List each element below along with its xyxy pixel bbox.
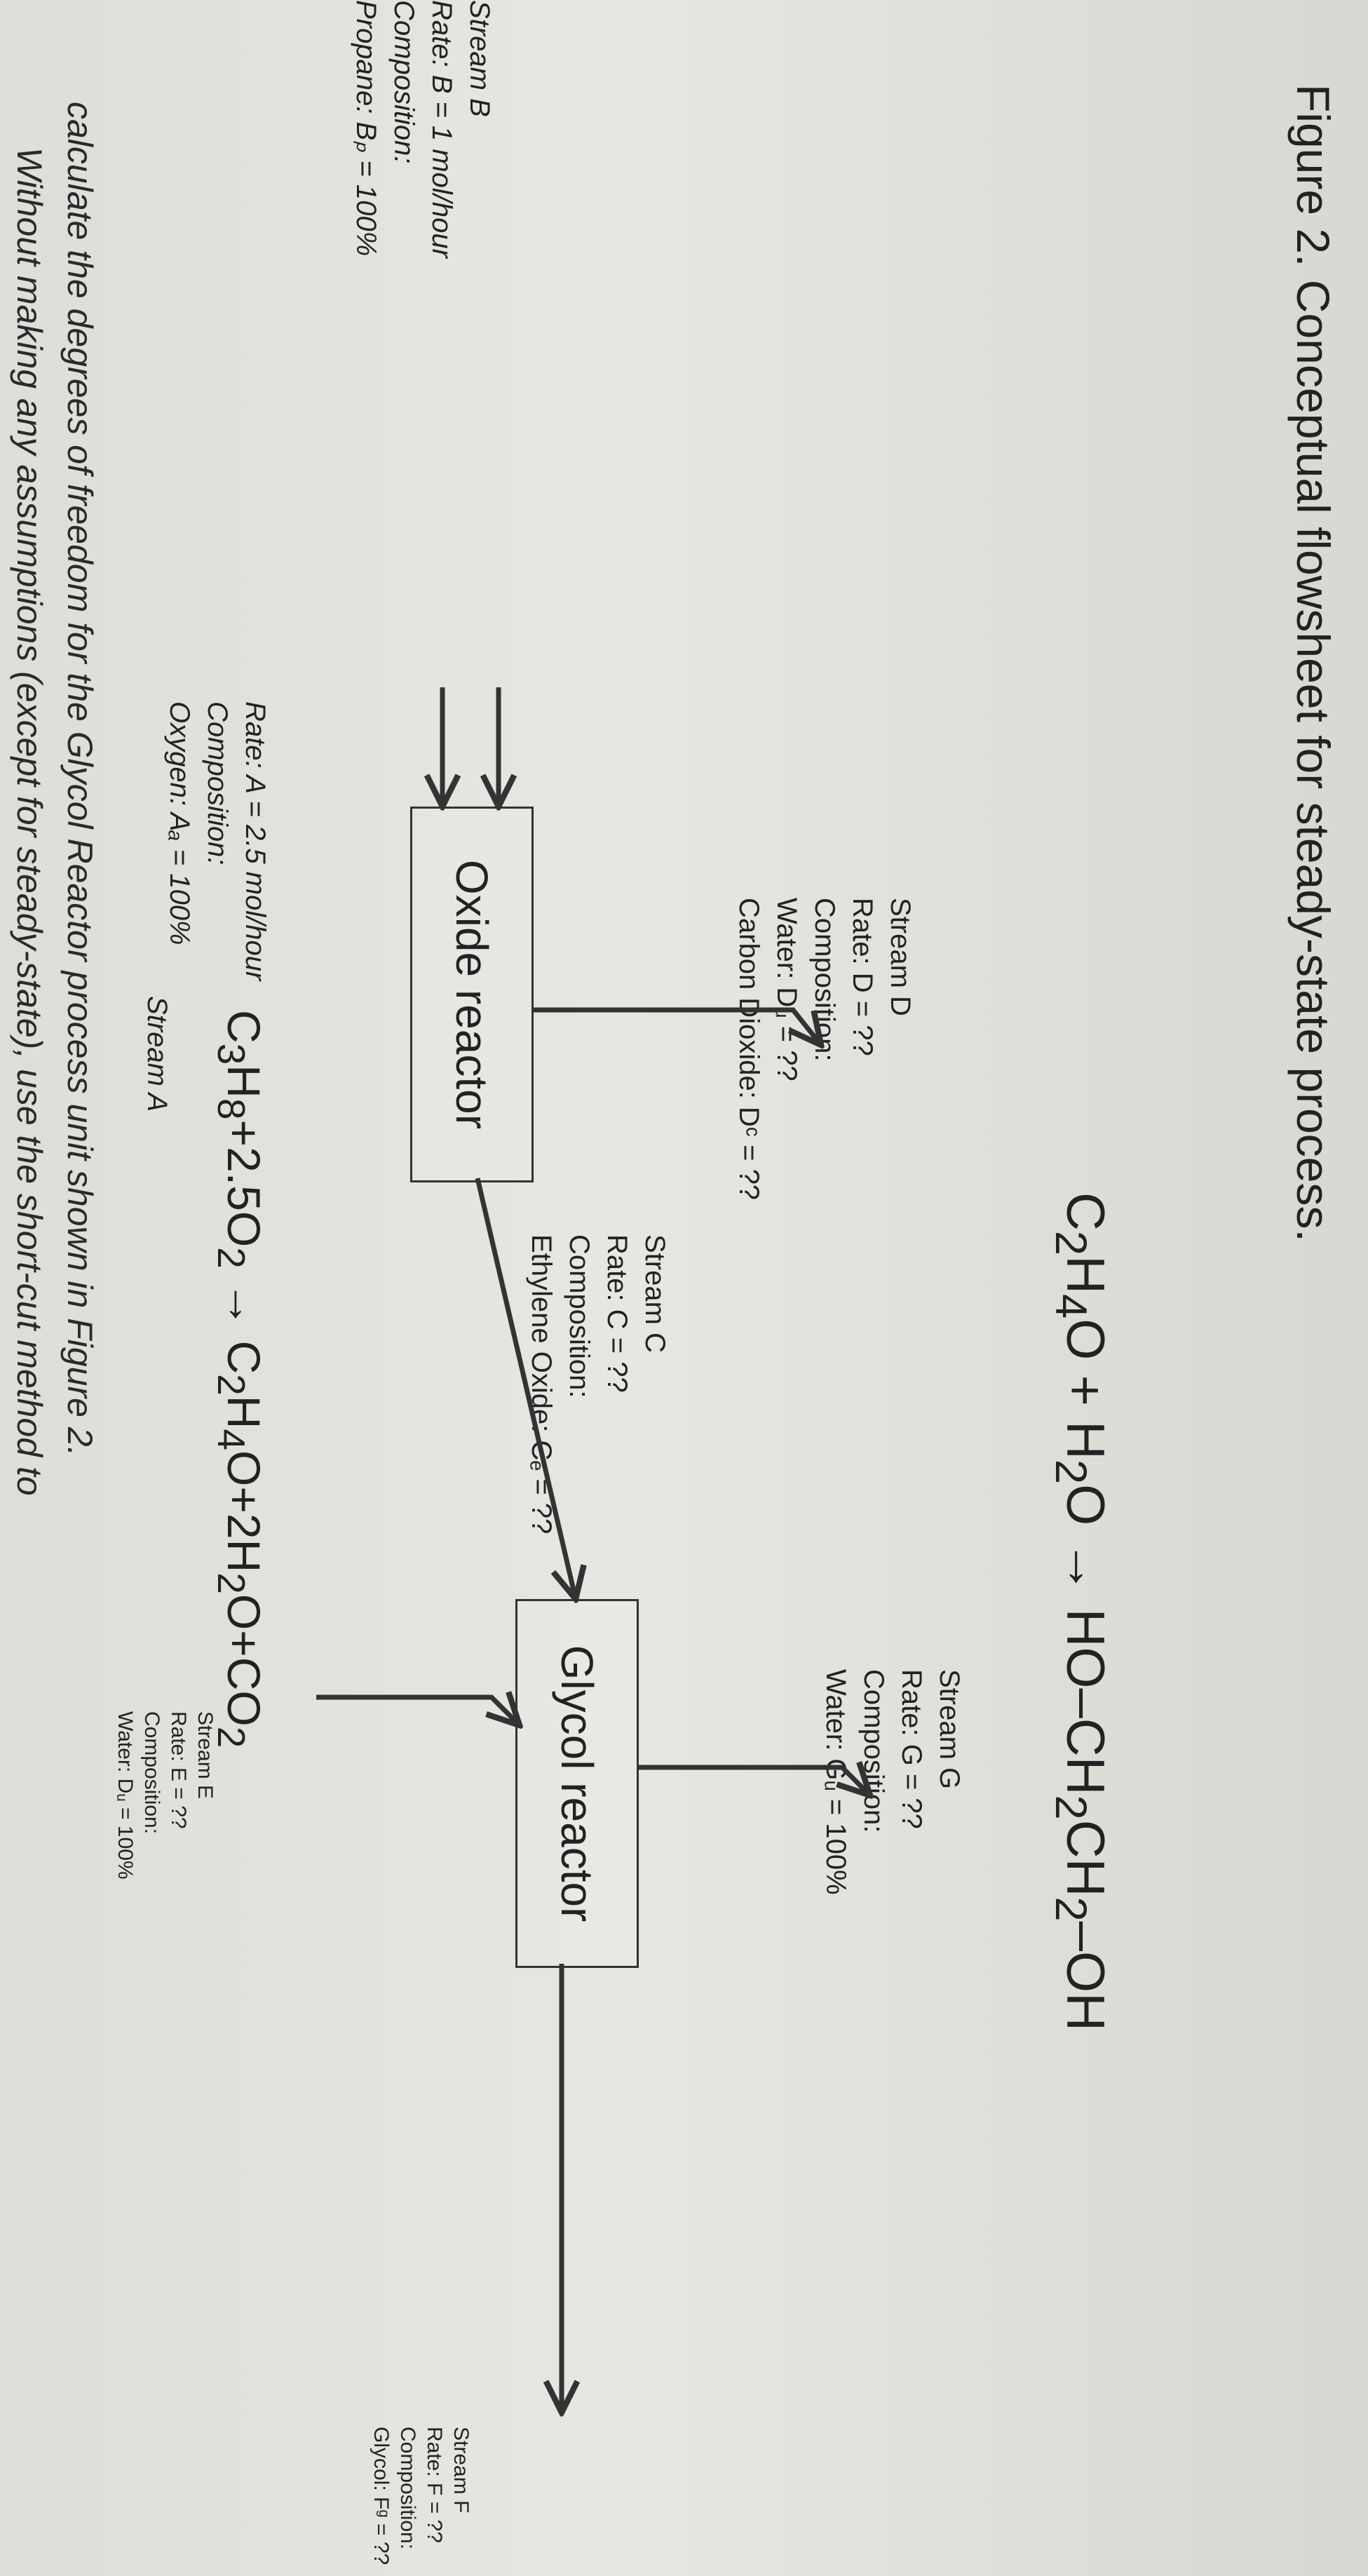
stream-d-arrow xyxy=(534,1007,821,1045)
stream-e-arrow xyxy=(316,1697,520,1725)
stream-c-arrow xyxy=(475,1178,576,1599)
stream-g-arrow xyxy=(639,1767,870,1795)
